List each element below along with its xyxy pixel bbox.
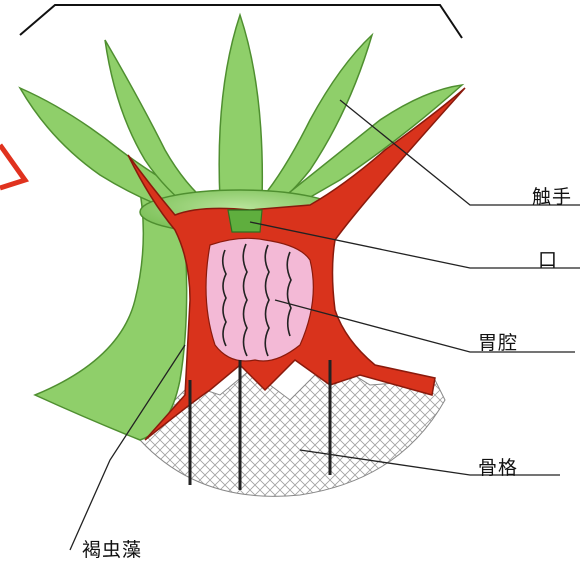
label-skeleton: 骨格 [478, 453, 518, 480]
mouth-opening [228, 210, 262, 232]
tentacle-center [219, 15, 262, 200]
label-gastric-cavity: 胃腔 [478, 328, 518, 355]
gastric-cavity [206, 238, 313, 361]
label-tentacle: 触手 [532, 182, 572, 209]
callout-arrow-fragment [0, 145, 25, 188]
tentacles [20, 15, 462, 215]
label-zooxanthellae: 褐虫藻 [82, 535, 142, 562]
label-mouth: 口 [538, 245, 558, 272]
